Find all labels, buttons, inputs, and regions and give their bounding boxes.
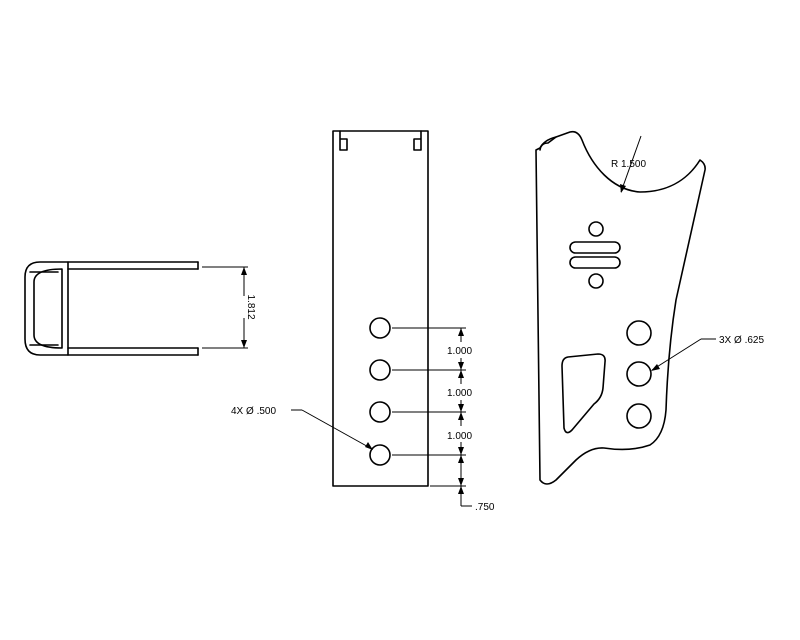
side-view: 1.812	[24, 261, 256, 356]
front-hole-1	[369, 317, 391, 339]
slot-lower	[569, 256, 621, 269]
triangular-cutout	[561, 353, 606, 434]
small-hole-bottom	[588, 273, 604, 289]
dim-arrows	[458, 328, 464, 494]
dim-spacing-3-label: 1.000	[447, 431, 472, 442]
slot-upper	[569, 241, 621, 254]
dim-arrow	[241, 340, 247, 348]
side-view-outline	[24, 261, 199, 356]
radius-leader	[620, 135, 642, 193]
dim-height-label: 1.812	[245, 294, 256, 319]
profile-hole-callout: 3X Ø .625	[719, 335, 764, 346]
dim-spacing-1-label: 1.000	[447, 346, 472, 357]
front-view-outline	[332, 130, 429, 487]
profile-hole-2	[626, 361, 652, 387]
front-hole-4	[369, 444, 391, 466]
front-hole-3	[369, 401, 391, 423]
small-hole-top	[588, 221, 604, 237]
front-hole-callout: 4X Ø .500	[231, 406, 276, 417]
profile-corner-fold	[539, 136, 557, 151]
top-slot-left	[339, 130, 348, 151]
callout-leader	[301, 409, 373, 450]
radius-arrow	[620, 184, 626, 193]
dim-bottom-offset-label: .750	[475, 502, 495, 513]
profile-outline	[535, 130, 706, 485]
side-view-inner-lip	[33, 261, 69, 356]
top-slot-right	[413, 130, 422, 151]
callout-arrow	[651, 364, 660, 371]
front-view: 1.000 1.000 1.000 .750 4X Ø .500	[231, 130, 495, 513]
profile-hole-3	[626, 403, 652, 429]
callout-arrow	[365, 442, 373, 450]
dim-arrow	[241, 267, 247, 275]
profile-hole-1	[626, 320, 652, 346]
profile-view: R 1.500 3X Ø .625	[535, 130, 764, 485]
radius-callout: R 1.500	[611, 159, 646, 170]
callout-leader	[651, 338, 702, 371]
front-hole-2	[369, 359, 391, 381]
dim-spacing-2-label: 1.000	[447, 388, 472, 399]
